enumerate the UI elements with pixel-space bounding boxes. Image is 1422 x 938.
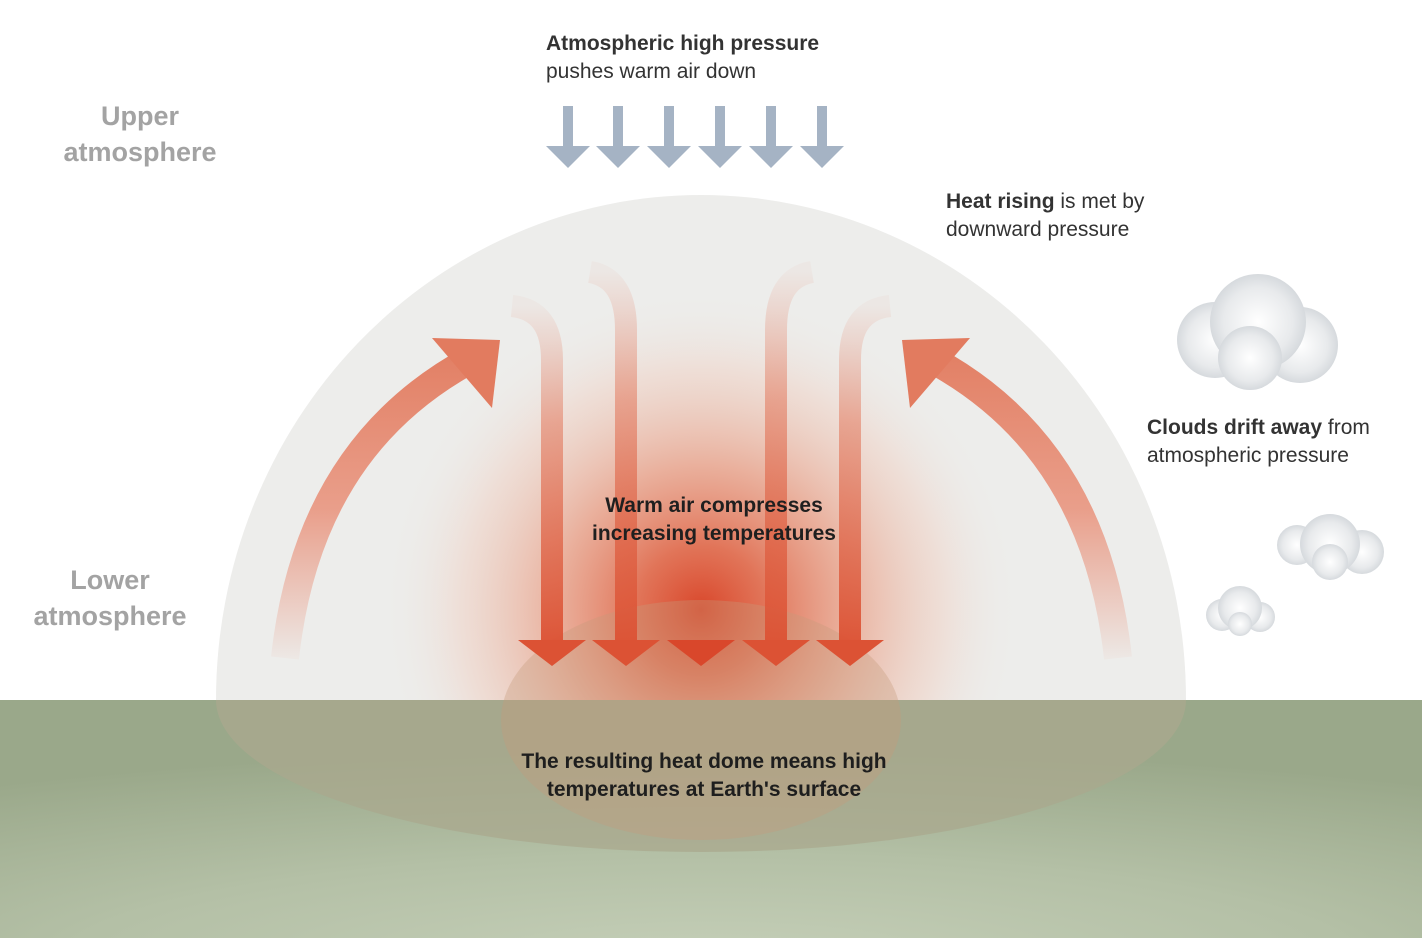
- heat-down-arrow-head: [518, 640, 586, 666]
- high-pressure-title: Atmospheric high pressure: [546, 32, 820, 55]
- warm-air-label-line: Warm air compresses: [605, 494, 823, 517]
- down-arrow-icon: [596, 106, 640, 168]
- down-arrow-icon: [800, 106, 844, 168]
- heat-rising-text: is met by: [1054, 190, 1145, 213]
- down-arrow-icon: [698, 106, 742, 168]
- down-arrow-icon: [647, 106, 691, 168]
- heat-rising-title: Heat rising: [946, 190, 1055, 213]
- down-arrow-icon: [546, 106, 590, 168]
- clouds-text-2: atmospheric pressure: [1147, 444, 1349, 467]
- heat-down-arrows: [510, 250, 892, 666]
- heat-down-arrow: [587, 261, 637, 640]
- down-arrow-icon: [749, 106, 793, 168]
- heat-dome-result-line: The resulting heat dome means high: [521, 750, 887, 773]
- lower-atmosphere-label-line: Lower: [70, 565, 150, 595]
- upper-atmosphere-label-line: Upper: [100, 101, 179, 131]
- cloud-icon: [1206, 586, 1275, 636]
- heat-down-arrow-head: [667, 640, 735, 666]
- heat-down-arrow: [765, 261, 815, 640]
- heat-down-arrow: [839, 295, 892, 640]
- clouds-title: Clouds drift away: [1147, 416, 1323, 439]
- warm-air-label-line: increasing temperatures: [592, 522, 836, 545]
- upper-atmosphere-label: Upper atmosphere: [40, 98, 240, 170]
- warm-air-label: Warm air compresses increasing temperatu…: [514, 492, 914, 548]
- heat-rising-text-2: downward pressure: [946, 218, 1130, 241]
- dome-base-shadow: [216, 700, 1186, 852]
- clouds-text: from: [1322, 416, 1370, 439]
- cloud-icon: [1277, 514, 1384, 580]
- heat-down-arrow: [510, 295, 563, 640]
- down-arrow-icon-group: [546, 106, 844, 168]
- cloud-icon: [1177, 274, 1338, 390]
- lower-atmosphere-label: Lower atmosphere: [20, 562, 200, 634]
- upper-atmosphere-label-line: atmosphere: [63, 137, 217, 167]
- heat-rising-callout: Heat rising is met by downward pressure: [946, 188, 1246, 244]
- high-pressure-text: pushes warm air down: [546, 60, 757, 83]
- clouds-callout: Clouds drift away from atmospheric press…: [1147, 414, 1419, 470]
- high-pressure-callout: Atmospheric high pressure pushes warm ai…: [546, 30, 906, 86]
- heat-dome-result-line: temperatures at Earth's surface: [546, 778, 862, 801]
- heat-dome-result-label: The resulting heat dome means high tempe…: [454, 748, 954, 804]
- heat-down-arrow-head: [816, 640, 884, 666]
- heat-down-arrow-head: [742, 640, 810, 666]
- lower-atmosphere-label-line: atmosphere: [33, 601, 187, 631]
- curved-arrow-icon: [271, 338, 500, 660]
- heat-down-arrow-head: [592, 640, 660, 666]
- curved-arrow-icon: [902, 338, 1132, 660]
- ground-heat-glow: [501, 600, 901, 840]
